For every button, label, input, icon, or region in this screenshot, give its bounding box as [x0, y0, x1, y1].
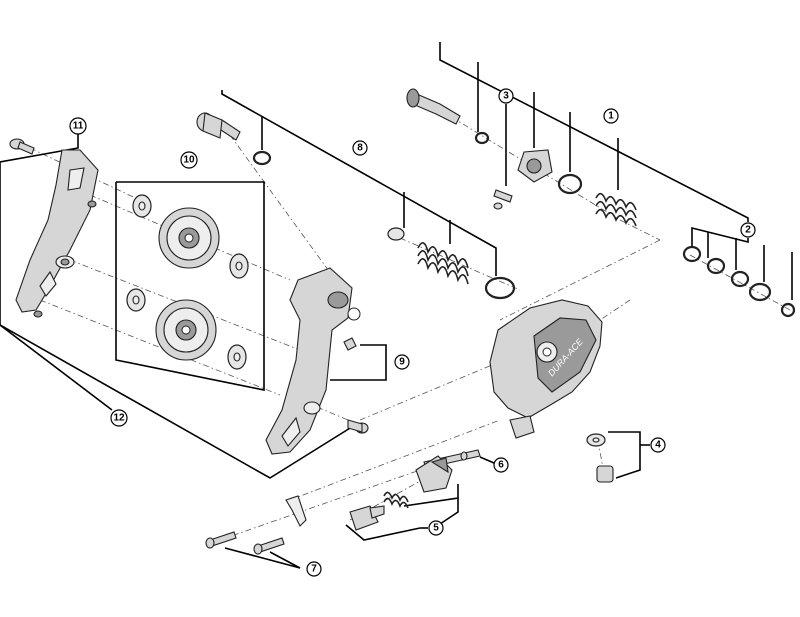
callout-label-8: 8	[357, 143, 363, 154]
washer-stack	[682, 245, 796, 318]
pulley-set	[126, 194, 249, 370]
cage-spring	[417, 242, 469, 285]
inner-pulley-cage	[265, 267, 361, 455]
upper-pulley	[158, 207, 220, 269]
callout-8: 8	[352, 140, 368, 156]
callout-10: 10	[180, 151, 198, 169]
callout-label-4: 4	[655, 440, 661, 451]
cage-fixing-bolt	[196, 112, 241, 141]
callout-3: 3	[498, 88, 514, 104]
callout-7: 7	[306, 561, 322, 577]
derailleur-main-body: DURA-ACE	[489, 299, 603, 439]
cage-spring-parts	[252, 150, 516, 300]
b-axle-assembly	[406, 88, 637, 227]
callout-label-2: 2	[745, 225, 751, 236]
cable-adjuster-set-5	[349, 455, 453, 531]
callout-9: 9	[394, 354, 410, 370]
callout-label-1: 1	[608, 111, 614, 122]
assembly-axes	[29, 109, 791, 541]
callout-label-10: 10	[183, 155, 195, 166]
callout-label-5: 5	[433, 523, 439, 534]
callout-12: 12	[110, 409, 128, 427]
callout-label-9: 9	[399, 357, 405, 368]
screw-set-7	[205, 495, 307, 555]
b-tension-spring	[595, 192, 637, 227]
lower-pulley	[155, 299, 217, 361]
outer-pulley-plate	[15, 149, 99, 318]
callout-1: 1	[603, 108, 619, 124]
callout-4: 4	[650, 437, 666, 453]
callout-label-7: 7	[311, 564, 317, 575]
plate-screw	[9, 138, 35, 155]
callout-label-11: 11	[73, 121, 84, 132]
callout-6: 6	[493, 457, 509, 473]
callout-label-6: 6	[498, 460, 504, 471]
callout-label-12: 12	[113, 413, 125, 424]
callout-2: 2	[740, 222, 756, 238]
callout-11: 11	[69, 117, 87, 135]
adjust-bolt-set-4	[586, 433, 614, 483]
callout-label-3: 3	[503, 91, 509, 102]
callout-5: 5	[428, 520, 444, 536]
callout-markers: 1 2 3 4 5 6 7 8 9 10 11 12	[69, 88, 756, 577]
leader-lines	[0, 42, 793, 569]
stopper-bolt-9	[343, 337, 369, 434]
